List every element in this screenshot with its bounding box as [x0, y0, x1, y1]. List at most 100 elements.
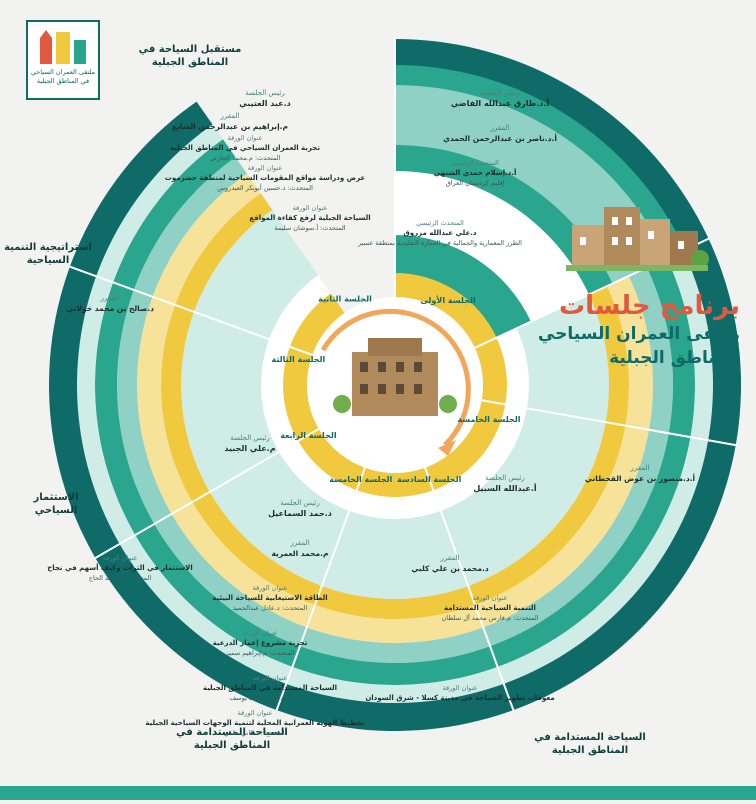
- session-label-1: الجلسة الثانية: [318, 294, 372, 303]
- session-label-0: الجلسة الأولى: [420, 295, 476, 305]
- paper-speaker-5: المتحدث: م.فارس محمد آل سلطان: [442, 613, 539, 622]
- paper-label-9: عنوان الورقة: [238, 709, 273, 717]
- paper-label-4: المتحدث الرئيسي: [416, 219, 464, 227]
- title-block: برنامج جلسات ملتقى العمران السياحي للمنا…: [470, 290, 740, 370]
- center-arrow-arc: [320, 308, 471, 447]
- logo-line2: في المناطق الجبلية: [36, 77, 90, 85]
- paper-title-7: تجربة مشروع إعمار الدرعية: [213, 639, 308, 647]
- paper-speaker-3: إقليم كردستان العراق: [446, 179, 505, 187]
- paper-speaker-7: المتحدث: م.إبراهيم سمير: [224, 649, 294, 657]
- building-icon: [333, 338, 457, 416]
- wheel-center: [307, 297, 483, 473]
- chair-name-0: د.عبد العتيبي: [239, 99, 290, 108]
- paper-title-11: الاستثمار في التراث وكيف أسهم في نجاح: [47, 563, 193, 572]
- paper-speaker-4: الطرز المعمارية والجمالية في العمارة الت…: [357, 239, 522, 247]
- paper-title-4: د.علي عبدالله مزروق: [404, 229, 477, 237]
- divider-5: [94, 428, 320, 559]
- moderator-role-3: المقرر: [290, 539, 310, 547]
- paper-speaker-1: المتحدث: د.حسين أبوبكر العيدروس: [217, 183, 313, 192]
- paper-label-0: عنوان الورقة: [228, 134, 263, 142]
- logo: ملتقى العمران السياحي في المناطق الجبلية: [26, 20, 100, 100]
- chair-role-3: رئيس الجلسة: [280, 499, 320, 507]
- outer-topic-1-b: السياحية: [27, 255, 70, 266]
- footer-bar: [0, 786, 756, 800]
- paper-label-10: عنوان الورقة: [443, 684, 478, 692]
- moderator-name-0: م.إبراهيم بن عبدالرحمن الشايع: [172, 122, 288, 131]
- paper-label-8: عنوان الورقة: [253, 674, 288, 682]
- chair-role-4: رئيس الجلسة: [230, 434, 270, 442]
- outer-topic-4-b: المناطق الجبلية: [552, 745, 628, 756]
- paper-speaker-11: المتحدث: أ.محمد الحاج: [89, 573, 152, 582]
- center-arrow-head: [438, 440, 456, 456]
- outer-topic-2-a: الاستثمار: [32, 492, 78, 503]
- moderator-name-3: م.محمد العمرية: [271, 549, 328, 558]
- chair-name-4: م.علي الجبيد: [224, 444, 275, 453]
- paper-title-5: التنمية السياحية المستدامة: [444, 604, 536, 612]
- paper-label-2: عنوان الورقة: [293, 204, 328, 212]
- moderator-role-5: المقرر: [440, 554, 460, 562]
- chair-role-0: رئيس الجلسة: [245, 89, 285, 97]
- paper-label-6: عنوان الورقة: [253, 584, 288, 592]
- outer-topic-1-a: استراتيجية التنمية: [4, 242, 92, 253]
- session-label-3: الجلسة الرابعة: [280, 431, 337, 440]
- session-label-6: الجلسة الخامسة: [457, 415, 520, 424]
- divider-4: [275, 467, 366, 711]
- paper-speaker-9: المتحدث: د.هاني حلمي: [224, 729, 287, 737]
- chair-name-2: أ.عبدالله السبيل: [473, 483, 537, 493]
- paper-title-2: السياحة الجبلية لرفع كفاءة المواقع: [249, 214, 370, 222]
- title-line1: ملتقى العمران السياحي: [537, 324, 740, 344]
- paper-speaker-8: المتحدث: د.والي محمد يوسف: [229, 694, 310, 702]
- session-label-4: الجلسة الخامسة: [329, 475, 392, 484]
- chair-name-1: أ.د.طارق عبدالله الفاضي: [451, 98, 550, 108]
- chair-name-3: د.حمد السماعيل: [268, 509, 332, 518]
- moderator-role-2: المقرر: [100, 294, 120, 302]
- paper-speaker-6: المتحدث: د.عادل عبدالحميد: [233, 604, 308, 612]
- chair-role-2: رئيس الجلسة: [485, 474, 525, 482]
- outer-topic-2-b: السياحي: [35, 505, 78, 516]
- paper-label-7: عنوان الورقة: [243, 629, 278, 637]
- paper-title-6: الطاقة الاستيعابية للسياحة البيئية: [212, 594, 327, 602]
- moderator-role-0: المقرر: [220, 112, 240, 120]
- paper-label-1: عنوان الورقة: [248, 164, 283, 172]
- title-line2: للمناطق الجبلية: [609, 348, 740, 368]
- outer-topic-0-b: المناطق الجبلية: [152, 57, 228, 68]
- wheel-labels: الجلسة الأولى الجلسة الثانية الجلسة الثالث…: [4, 44, 695, 756]
- divider-6: [69, 265, 313, 356]
- moderator-role-1: المقرر: [490, 124, 510, 132]
- session-label-2: الجلسة الثالثة: [272, 355, 326, 364]
- paper-label-5: عنوان الورقة: [473, 594, 508, 602]
- moderator-role-4: المقرر: [630, 464, 650, 472]
- paper-speaker-10: المتحدث: أ.د.عرفان حسن أبشر: [416, 703, 503, 712]
- wedge-1-inner: [395, 273, 497, 348]
- moderator-name-2: د.صالح بن محمد خولاني: [66, 304, 154, 313]
- paper-title-0: تجربة العمران السياحي في المناطق الجبلية: [170, 144, 320, 152]
- mountain-village-icon: [566, 207, 709, 271]
- paper-title-10: معوقات تطوير السياحة في مدينة كسلا - شرق…: [365, 694, 554, 702]
- paper-speaker-0: المتحدث: م.محمد الحارثي: [210, 154, 281, 162]
- moderator-name-4: أ.د.منصور بن عوض القحطاني: [585, 473, 695, 483]
- paper-speaker-2: المتحدث: أ.سوشان سليمة: [274, 223, 345, 232]
- divider-3: [424, 467, 515, 711]
- wedge-1-white: [395, 171, 589, 322]
- session-label-5: الجلسة السادسة: [397, 475, 462, 484]
- chair-role-1: رئيس الجلسة: [480, 89, 520, 97]
- paper-title-3: أ.د.إسلام حمدي الشنهي: [434, 168, 517, 177]
- paper-label-11: عنوان الورقة: [103, 554, 138, 562]
- paper-title-9: تخطيط الهوية العمرانية المحلية لتنمية ال…: [145, 719, 365, 727]
- moderator-name-5: د.محمد بن علي كلبي: [411, 564, 489, 573]
- paper-title-8: السياحة المستدامة في المناطق الجبلية: [203, 684, 337, 692]
- outer-topic-4-a: السياحة المستدامة في: [534, 732, 646, 743]
- outer-topic-3-a: السياحة المستدامة في: [176, 727, 288, 738]
- outer-topic-0-a: مستقبل السياحة في: [139, 44, 242, 55]
- title-main: برنامج جلسات: [558, 291, 740, 321]
- paper-label-3: المتحدث الرئيسي: [451, 159, 499, 167]
- logo-mark-icon: [40, 30, 86, 64]
- divider-2: [481, 399, 736, 447]
- paper-title-1: عرض ودراسة مواقع المقومات السياحية لمنطق…: [165, 174, 366, 182]
- logo-text: ملتقى العمران السياحي في المناطق الجبلية: [30, 68, 96, 86]
- moderator-name-1: أ.د.ناصر بن عبدالرحمن الحمدي: [443, 133, 557, 143]
- outer-topic-3-b: المناطق الجبلية: [194, 740, 270, 751]
- wheel-dividers: [69, 39, 736, 711]
